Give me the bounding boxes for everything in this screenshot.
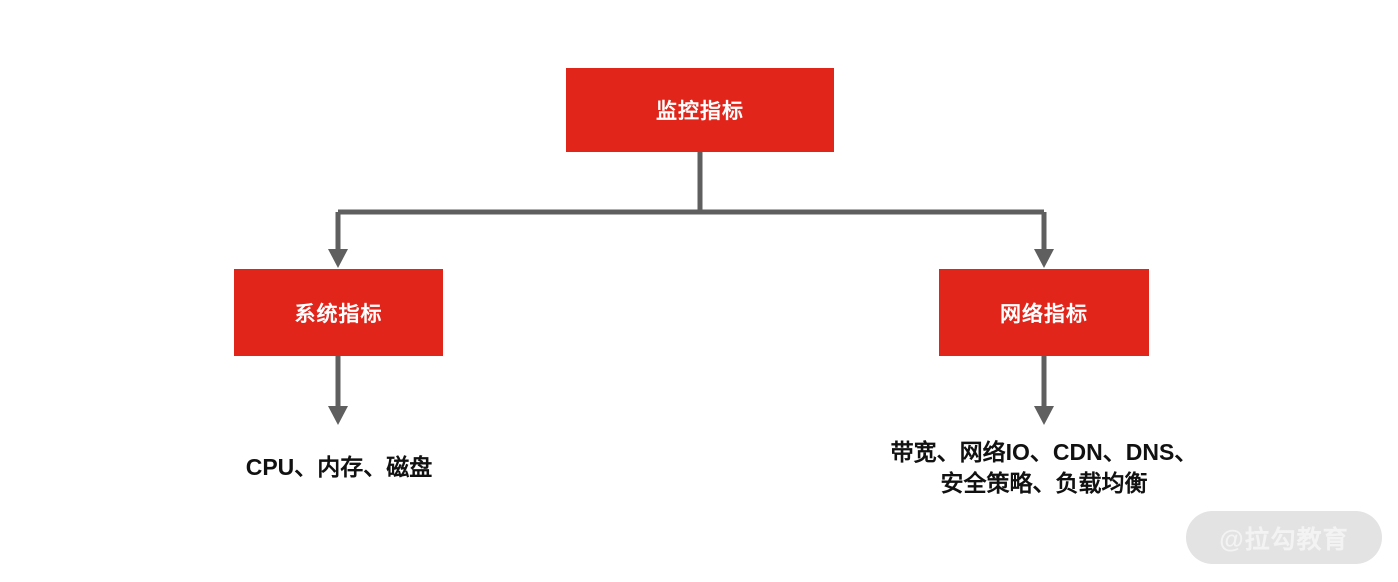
arrowhead-to-network xyxy=(1034,249,1054,268)
node-root[interactable]: 监控指标 xyxy=(566,68,834,152)
node-network-metrics-label: 网络指标 xyxy=(1000,302,1088,326)
arrowhead-to-system-leaf xyxy=(328,406,348,425)
watermark-label: @拉勾教育 xyxy=(1219,525,1349,554)
arrowhead-to-network-leaf xyxy=(1034,406,1054,425)
leaf-system-metrics-items: CPU、内存、磁盘 xyxy=(245,454,433,480)
watermark-badge: @拉勾教育 xyxy=(1186,511,1382,564)
node-root-label: 监控指标 xyxy=(656,100,744,123)
node-system-metrics-label: 系统指标 xyxy=(294,302,383,326)
arrowhead-to-system xyxy=(328,249,348,268)
leaf-network-metrics-items: 带宽、网络IO、CDN、DNS、 安全策略、负载均衡 xyxy=(890,439,1198,496)
node-system-metrics[interactable]: 系统指标 xyxy=(234,269,443,356)
node-network-metrics[interactable]: 网络指标 xyxy=(939,269,1149,356)
